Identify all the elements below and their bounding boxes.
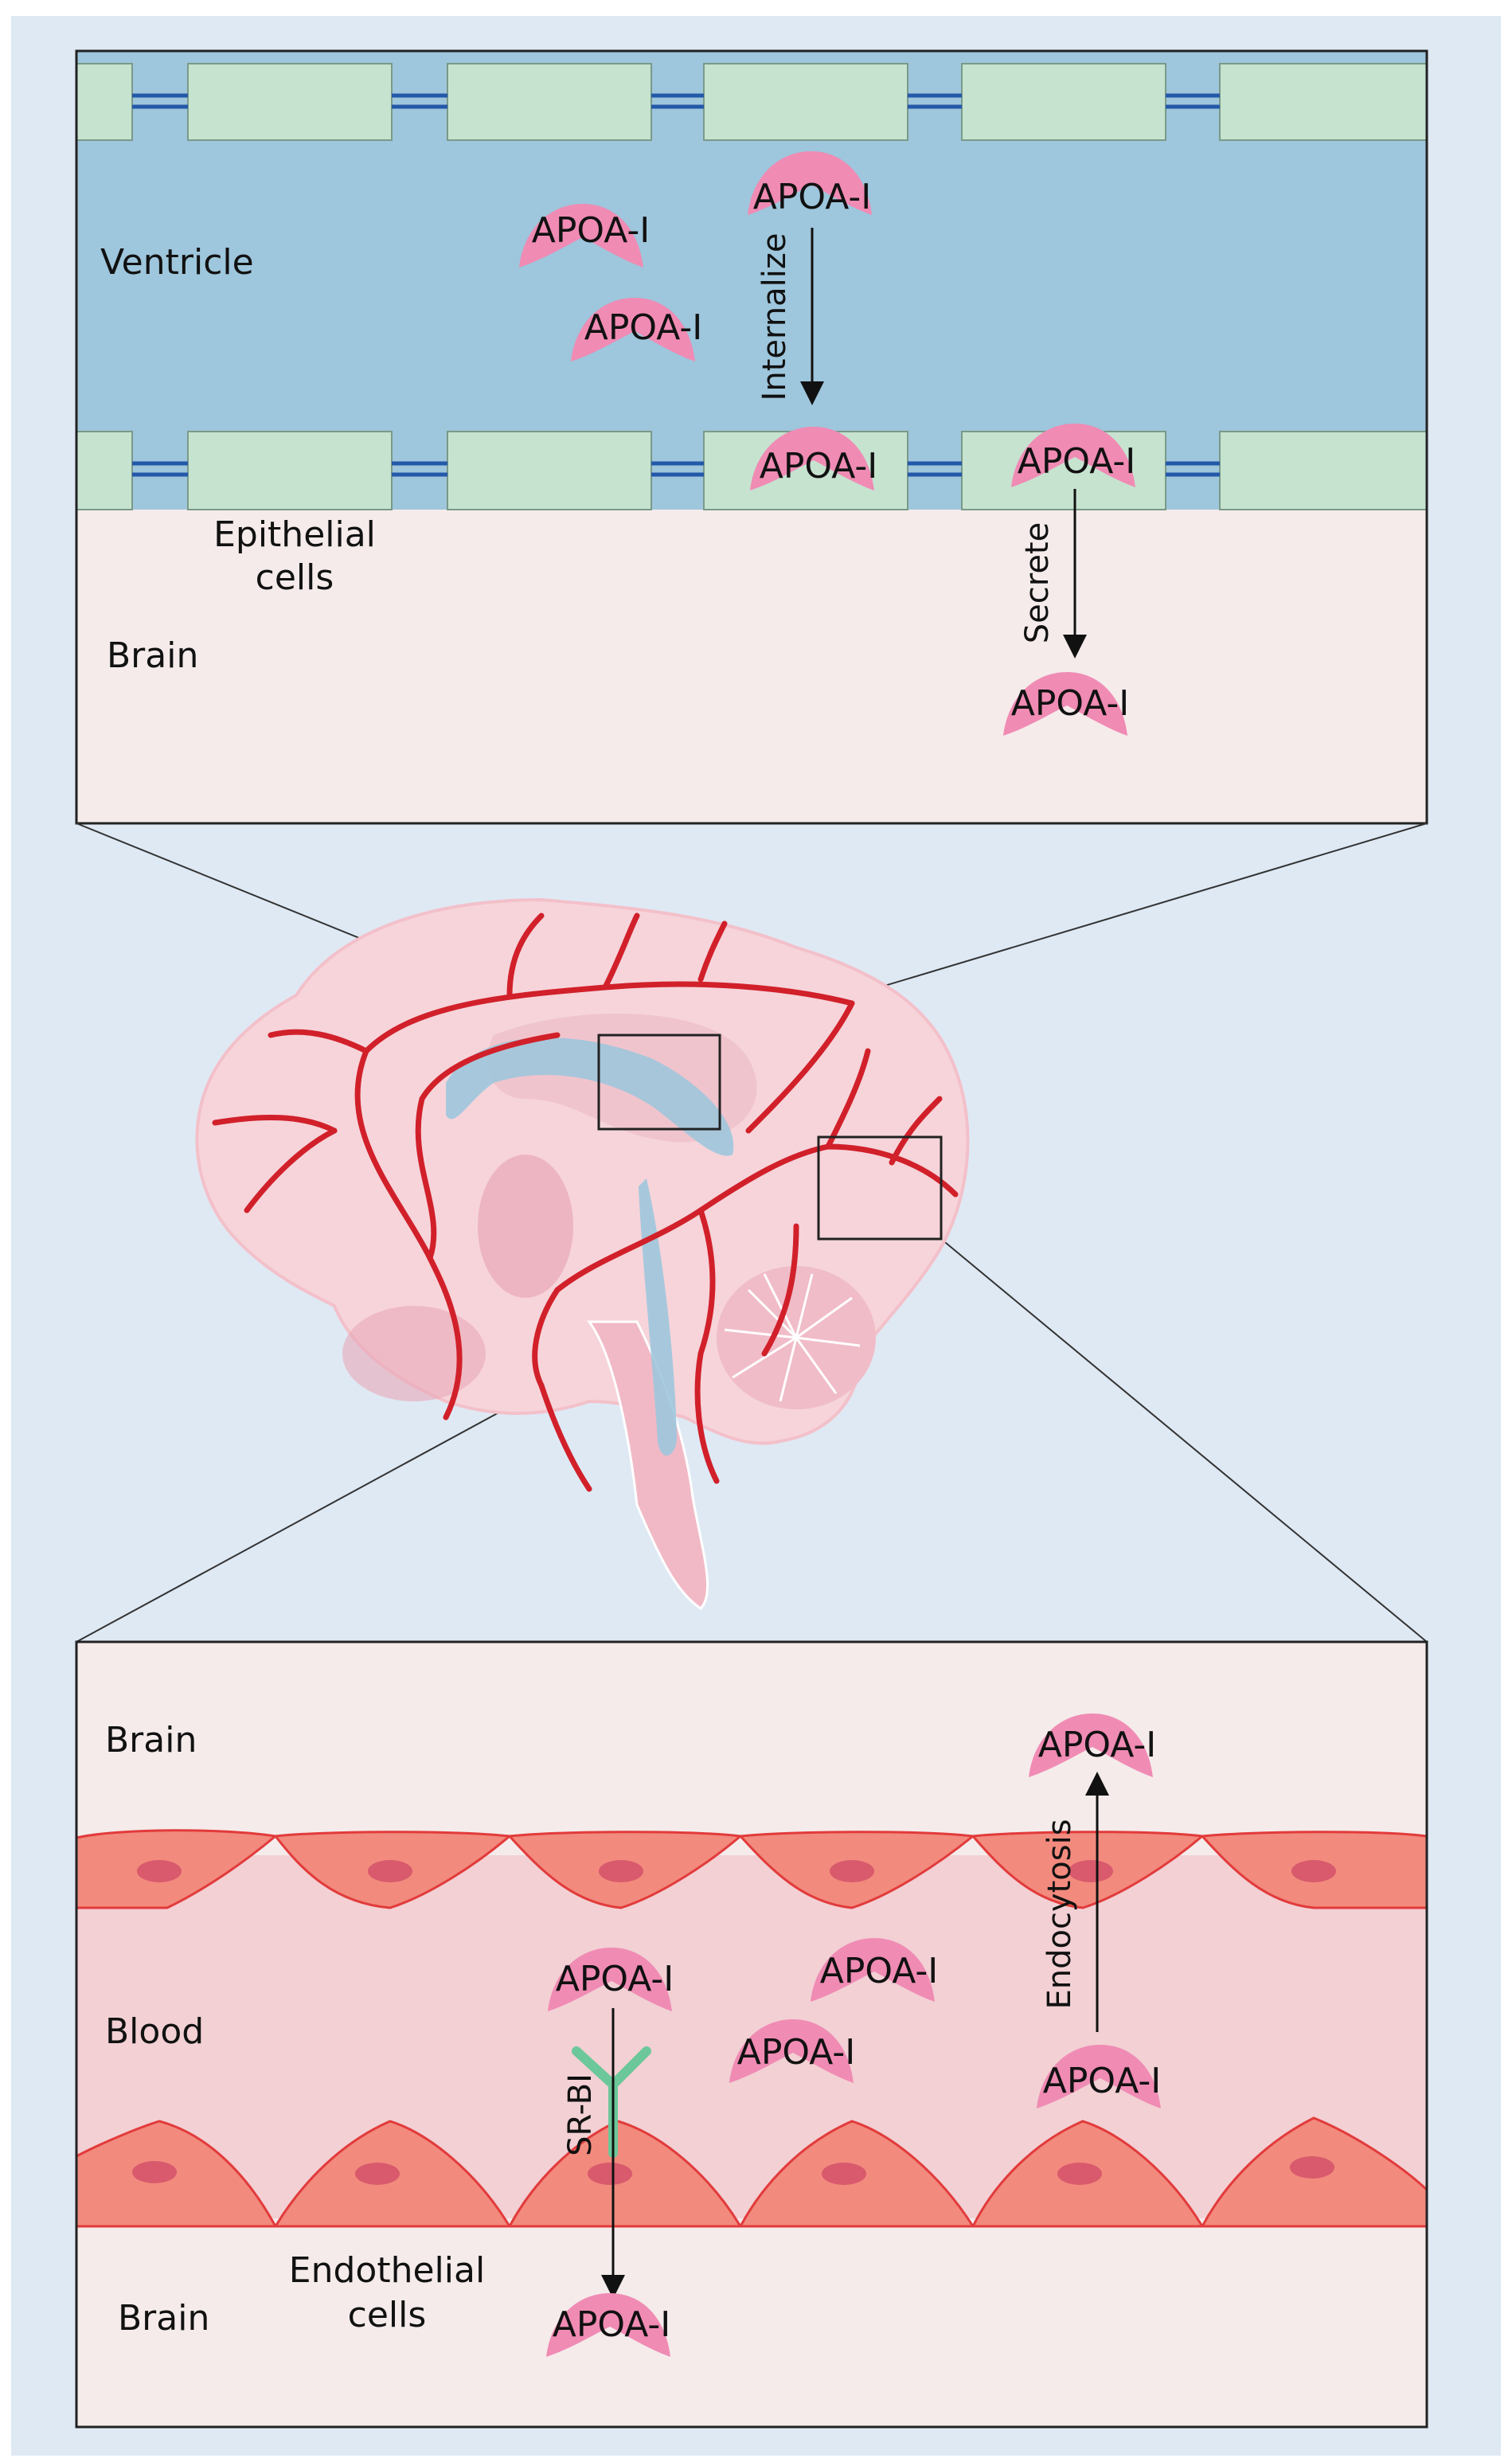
apoa1-label: APOA-I [553,2304,670,2345]
apoa1-label: APOA-I [532,210,650,251]
top-panel-border [75,49,1428,825]
apoa1-label: APOA-I [584,307,702,348]
brain-label-top: Brain [107,635,198,676]
internalize-label: Internalize [756,233,793,401]
apoa1-label: APOA-I [737,2032,855,2073]
apoa1-label: APOA-I [1018,441,1135,482]
endocytosis-label: Endocytosis [1041,1819,1078,2009]
apoa1-label: APOA-I [820,1951,938,1991]
epithelial-cells-label-line1: Epithelial [213,514,376,555]
blood-label: Blood [105,2011,204,2052]
apoa1-label: APOA-I [556,1959,674,1999]
endothelial-cells-label-line1: Endothelial [289,2250,485,2291]
bottom-panel: SR-BI Endocytosis APOA-I APOA-I APOA-I A… [75,1640,1428,2429]
brain-label-bottom: Brain [118,2298,209,2339]
brain-sagittal-illustration [195,897,970,1610]
apoa1-label: APOA-I [1038,1725,1156,1765]
epithelial-row-bottom [76,431,1428,510]
endothelial-row-bottom [75,2116,1428,2228]
top-panel: APOA-I APOA-I APOA-I APOA-I APOA-I APOA-… [75,49,1428,825]
epithelial-row-top [76,63,1428,141]
srbi-label: SR-BI [562,2073,599,2156]
epithelial-cells-label-line2: cells [256,557,334,598]
zoom-box-ventricle [597,1034,721,1131]
apoa1-label: APOA-I [1043,2061,1161,2101]
bottom-panel-border [75,1640,1428,2429]
ventricle-label: Ventricle [100,242,254,283]
zoom-box-vessel [817,1135,943,1241]
secrete-label: Secrete [1019,522,1056,643]
apoa1-label: APOA-I [760,446,877,487]
apoa1-label: APOA-I [1011,683,1129,724]
brain-label-bottom-top: Brain [105,1720,197,1761]
endothelial-cells-label-line2: cells [348,2295,427,2335]
endothelial-row-top [75,1829,1428,1909]
apoa1-label: APOA-I [753,177,871,217]
